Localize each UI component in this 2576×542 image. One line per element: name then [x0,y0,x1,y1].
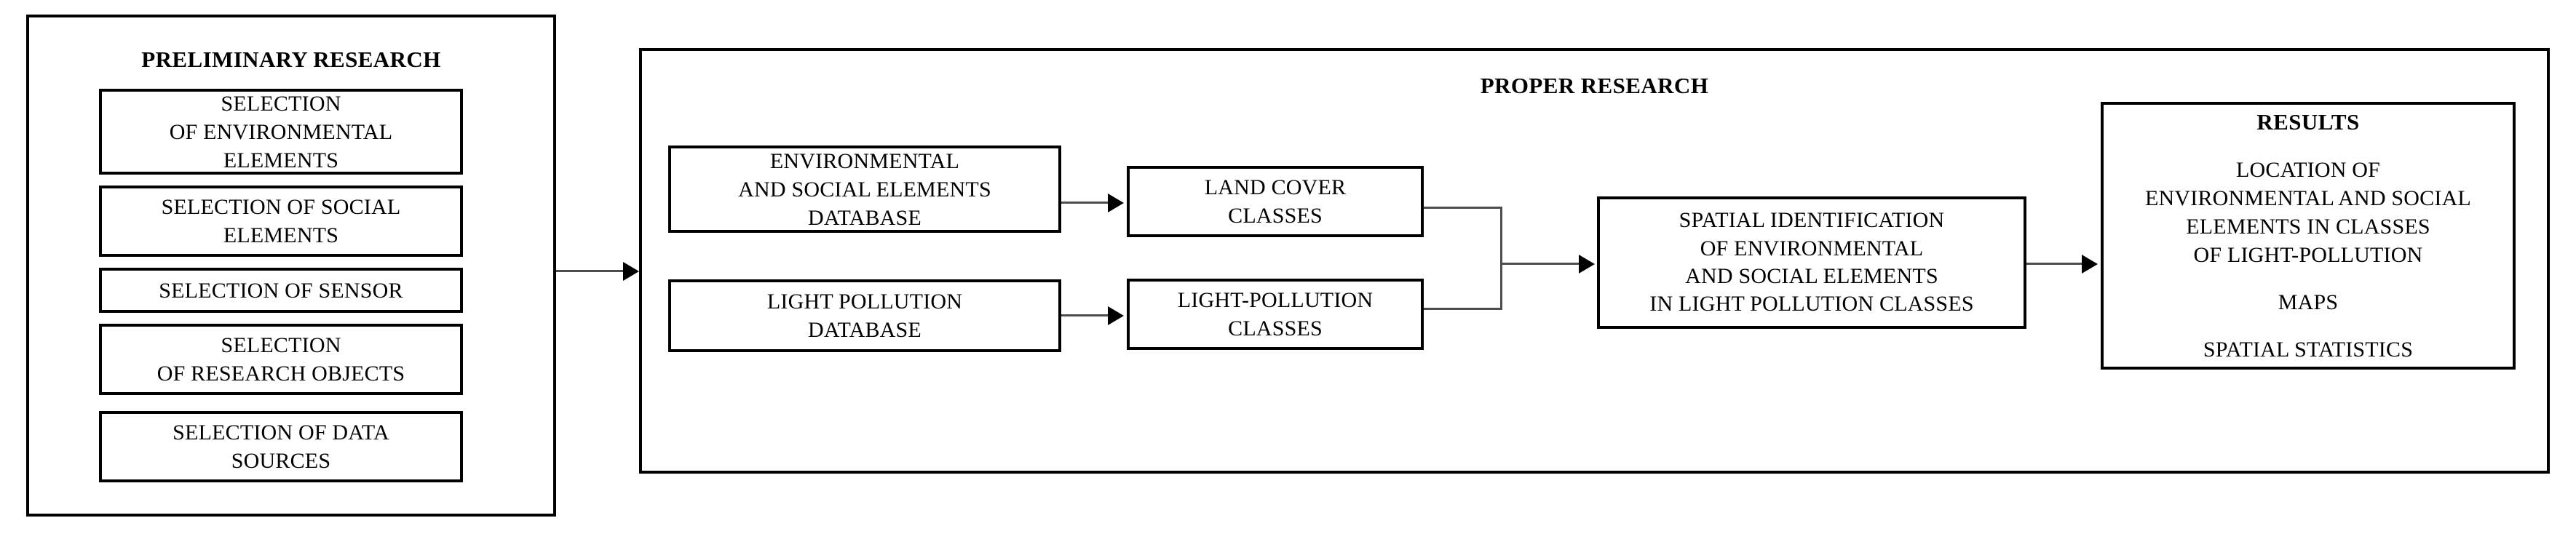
arrowhead-spatial-to-results [2082,255,2098,274]
box-selection-data-sources[interactable]: SELECTION OF DATA SOURCES [99,411,463,482]
box-selection-research-objects[interactable]: SELECTION OF RESEARCH OBJECTS [99,324,463,395]
box-line: SOURCES [231,449,331,473]
results-group-spatial-statistics: SPATIAL STATISTICS [2203,335,2413,364]
box-line: ELEMENTS IN CLASSES [2186,215,2430,239]
connector-classes-merge-to-spatial [1500,263,1580,265]
box-environmental-social-database[interactable]: ENVIRONMENTAL AND SOCIAL ELEMENTS DATABA… [668,146,1061,233]
connector-classes-merge-vertical [1500,207,1502,310]
box-light-pollution-database[interactable]: LIGHT POLLUTION DATABASE [668,279,1061,352]
box-line: LAND COVER [1204,175,1347,199]
box-line: SELECTION OF SENSOR [159,278,403,303]
box-selection-sensor[interactable]: SELECTION OF SENSOR [99,268,463,313]
proper-research-title: PROPER RESEARCH [1480,73,1709,98]
box-line: DATABASE [808,205,922,230]
results-title: RESULTS [2256,108,2360,135]
box-line: CLASSES [1228,316,1323,340]
box-line: SELECTION OF DATA [173,421,389,445]
box-line: SELECTION OF SOCIAL [161,195,401,219]
arrowhead-preliminary-to-proper [623,262,639,281]
box-line: AND SOCIAL ELEMENTS [1685,264,1938,288]
arrowhead-lp-db-to-lp-classes [1108,306,1124,325]
box-line: SELECTION [221,91,341,116]
box-line: MAPS [2278,290,2339,315]
box-line: ENVIRONMENTAL [769,148,960,173]
connector-env-db-to-land-cover [1061,202,1109,204]
box-line: OF ENVIRONMENTAL [169,119,393,144]
box-line: LOCATION OF [2235,158,2381,183]
box-line: ENVIRONMENTAL AND SOCIAL [2145,186,2471,211]
box-spatial-identification[interactable]: SPATIAL IDENTIFICATION OF ENVIRONMENTAL … [1597,196,2026,329]
box-line: SPATIAL IDENTIFICATION [1679,208,1945,233]
connector-land-cover-stub [1424,207,1502,209]
connector-spatial-to-results [2026,263,2083,265]
results-group-maps: MAPS [2278,288,2339,316]
connector-light-pollution-stub [1424,308,1502,310]
box-line: LIGHT-POLLUTION [1177,288,1374,312]
arrowhead-classes-merge-to-spatial [1579,255,1595,274]
results-group-location: LOCATION OF ENVIRONMENTAL AND SOCIAL ELE… [2145,156,2471,269]
connector-preliminary-to-proper [556,270,625,272]
connector-lp-db-to-lp-classes [1061,314,1109,316]
box-line: ELEMENTS [223,148,339,172]
preliminary-research-title: PRELIMINARY RESEARCH [141,47,441,72]
box-line: OF RESEARCH OBJECTS [156,362,405,386]
box-line: AND SOCIAL ELEMENTS [738,177,991,202]
box-selection-environmental-elements[interactable]: SELECTION OF ENVIRONMENTAL ELEMENTS [99,89,463,175]
box-line: LIGHT POLLUTION [766,290,963,314]
box-selection-social-elements[interactable]: SELECTION OF SOCIAL ELEMENTS [99,186,463,257]
box-line: SPATIAL STATISTICS [2203,338,2414,362]
box-light-pollution-classes[interactable]: LIGHT-POLLUTION CLASSES [1127,279,1424,350]
box-line: DATABASE [808,318,922,342]
box-line: ELEMENTS [223,223,339,247]
box-line: OF ENVIRONMENTAL [1700,236,1924,260]
box-land-cover-classes[interactable]: LAND COVER CLASSES [1127,166,1424,237]
box-line: CLASSES [1228,204,1323,228]
box-results[interactable]: RESULTS LOCATION OF ENVIRONMENTAL AND SO… [2101,102,2516,370]
box-line: IN LIGHT POLLUTION CLASSES [1649,292,1974,316]
arrowhead-env-db-to-land-cover [1108,194,1124,212]
box-line: OF LIGHT-POLLUTION [2193,243,2423,268]
box-line: SELECTION [221,333,341,357]
